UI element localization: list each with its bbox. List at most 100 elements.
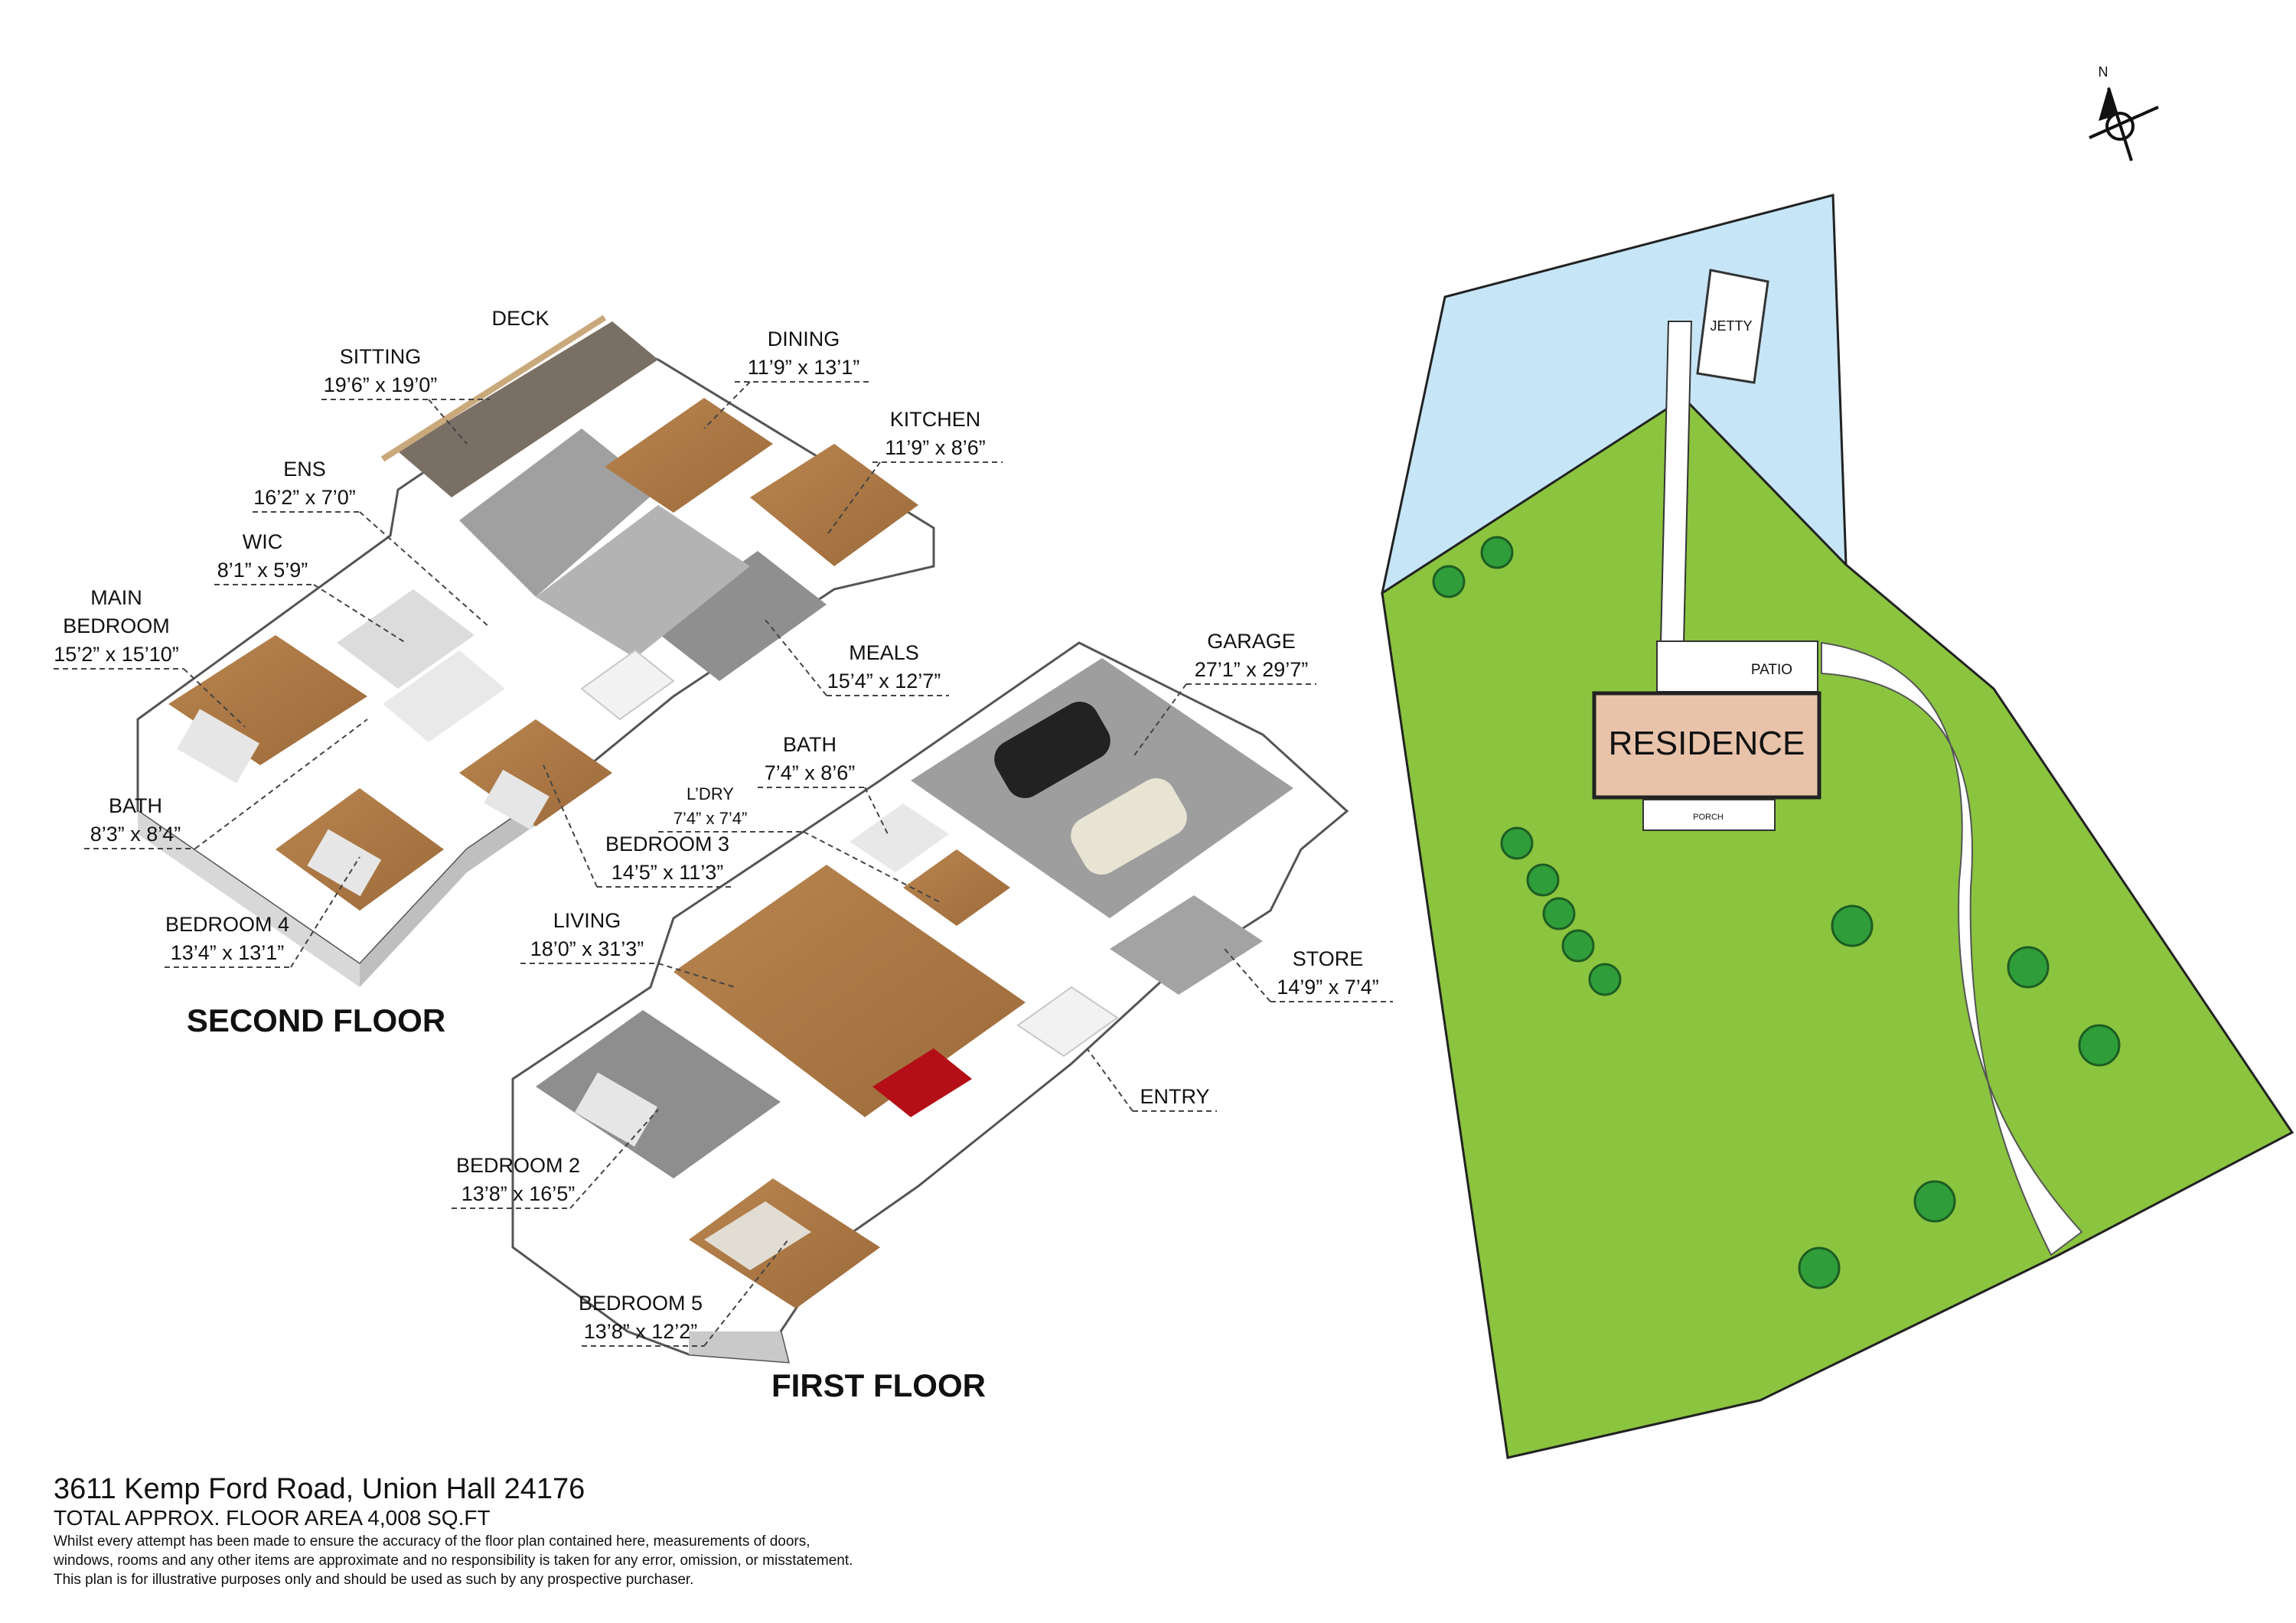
- room-label-main-bedroom: MAIN: [90, 586, 142, 609]
- patio: [1656, 640, 1818, 693]
- room-label-bedroom-4: BEDROOM 4: [165, 913, 289, 936]
- room-label-ens: ENS: [283, 458, 326, 481]
- wall-side: [689, 1331, 788, 1362]
- room-dims-bedroom-5: 13’8” x 12’2”: [584, 1320, 698, 1343]
- sitting-floor: [459, 429, 658, 597]
- room-dims-bedroom-2: 13’8” x 16’5”: [461, 1182, 576, 1205]
- deck-floor: [398, 321, 658, 497]
- jetty: [1696, 269, 1769, 384]
- patio-label: PATIO: [1751, 662, 1792, 678]
- tree-icon: [1831, 904, 1874, 947]
- porch: [1642, 799, 1776, 831]
- second-floor-title: SECOND FLOOR: [187, 1002, 445, 1038]
- driveway: [1821, 641, 2083, 1256]
- property-address: 3611 Kemp Ford Road, Union Hall 24176: [54, 1473, 585, 1505]
- tree-icon: [1913, 1180, 1956, 1223]
- tree-icon: [1432, 565, 1466, 598]
- disclaimer: Whilst every attempt has been made to en…: [54, 1532, 1049, 1589]
- room-dims-bedroom-3: 14’5” x 11’3”: [612, 861, 724, 884]
- second-floor-labels: DECK SITTING 19’6” x 19’0” DINING 11’9” …: [54, 307, 1003, 1038]
- room-label-wic: WIC: [243, 530, 282, 553]
- room-label-laundry: L’DRY: [687, 784, 734, 803]
- north-label: N: [2099, 64, 2108, 80]
- room-dims-dining: 11’9” x 13’1”: [748, 356, 860, 379]
- tree-icon: [1480, 536, 1514, 569]
- bed-icon: [704, 1201, 811, 1270]
- garage-floor: [911, 658, 1293, 918]
- disclaimer-line: This plan is for illustrative purposes o…: [54, 1572, 694, 1588]
- room-label-bedroom-5: BEDROOM 5: [579, 1292, 703, 1315]
- wall-side: [138, 811, 360, 987]
- stairs: [580, 649, 675, 721]
- bath-floor: [383, 650, 505, 742]
- tree-icon: [1561, 929, 1595, 963]
- site-plan: JETTY PATIO RESIDENCE PORCH: [1381, 64, 2294, 1459]
- room-dims-store: 14’9” x 7’4”: [1277, 976, 1379, 999]
- entry-stairs: [1016, 986, 1119, 1058]
- first-floor-plan: [511, 641, 1349, 1364]
- room-label-bath: BATH: [109, 794, 162, 817]
- residence-label: RESIDENCE: [1609, 725, 1805, 762]
- room-dims-meals: 15’4” x 12’7”: [827, 670, 941, 693]
- tree-icon: [1798, 1247, 1841, 1289]
- second-floor-plan: [136, 314, 935, 987]
- room-dims-ens: 16’2” x 7’0”: [253, 486, 356, 509]
- bed-icon: [575, 1072, 657, 1147]
- room-dims-sitting: 19’6” x 19’0”: [324, 373, 438, 396]
- room-dims-living: 18’0” x 31’3”: [530, 937, 644, 960]
- car-icon-dark: [994, 702, 1110, 798]
- hall-floor: [536, 505, 750, 658]
- room-label-kitchen: KITCHEN: [890, 408, 981, 431]
- room-label-living: LIVING: [553, 909, 621, 932]
- dining-floor: [605, 398, 773, 513]
- disclaimer-line: Whilst every attempt has been made to en…: [54, 1533, 810, 1550]
- pool-table-icon: [872, 1048, 972, 1117]
- first-floor-title: FIRST FLOOR: [771, 1367, 986, 1403]
- residence-building: [1592, 691, 1821, 800]
- tree-icon: [1542, 897, 1576, 930]
- room-label-main-bedroom-2: BEDROOM: [63, 614, 170, 637]
- north-arrow-icon: N: [2089, 64, 2159, 161]
- bath-floor: [850, 803, 949, 872]
- tree-icon: [1500, 826, 1534, 860]
- tree-icon: [2007, 946, 2050, 989]
- jetty-label: JETTY: [1710, 318, 1752, 334]
- room-label-bath-first: BATH: [783, 733, 837, 756]
- meals-floor: [651, 551, 827, 681]
- tree-icon: [1526, 863, 1560, 897]
- room-dims-main-bedroom: 15’2” x 15’10”: [54, 643, 179, 666]
- bed-icon: [307, 829, 382, 897]
- room-label-sitting: SITTING: [340, 345, 422, 368]
- room-label-dining: DINING: [768, 328, 840, 350]
- room-label-garage: GARAGE: [1207, 630, 1296, 653]
- car-icon-light: [1071, 778, 1187, 875]
- room-dims-bedroom-4: 13’4” x 13’1”: [171, 941, 285, 964]
- room-label-bedroom-2: BEDROOM 2: [456, 1154, 580, 1177]
- room-label-deck: DECK: [491, 307, 549, 330]
- room-dims-laundry: 7’4” x 7’4”: [673, 809, 748, 828]
- laundry-floor: [903, 849, 1010, 926]
- wic-floor: [337, 589, 475, 689]
- room-dims-bath: 8’3” x 8’4”: [90, 823, 181, 846]
- room-label-bedroom-3: BEDROOM 3: [605, 833, 729, 855]
- tree-icon: [1588, 963, 1622, 996]
- tree-icon: [2078, 1024, 2121, 1067]
- first-floor-labels: GARAGE 27’1” x 29’7” BATH 7’4” x 8’6” L’…: [452, 630, 1393, 1403]
- room-dims-garage: 27’1” x 29’7”: [1195, 658, 1309, 681]
- bed-icon: [177, 709, 259, 784]
- trees: [1432, 536, 2121, 1289]
- store-floor: [1110, 895, 1263, 995]
- room-dims-kitchen: 11’9” x 8’6”: [885, 436, 986, 459]
- kitchen-floor: [750, 444, 918, 566]
- porch-label: PORCH: [1693, 813, 1724, 822]
- bed-icon: [484, 769, 550, 830]
- bedroom-2-floor: [536, 1010, 781, 1178]
- total-floor-area: TOTAL APPROX. FLOOR AREA 4,008 SQ.FT: [54, 1506, 491, 1530]
- room-dims-bath-first: 7’4” x 8’6”: [765, 761, 856, 784]
- room-label-meals: MEALS: [849, 641, 919, 664]
- room-dims-wic: 8’1” x 5’9”: [217, 559, 308, 582]
- deck-railing: [380, 314, 607, 462]
- disclaimer-line: windows, rooms and any other items are a…: [54, 1553, 853, 1569]
- room-label-entry: ENTRY: [1140, 1085, 1209, 1108]
